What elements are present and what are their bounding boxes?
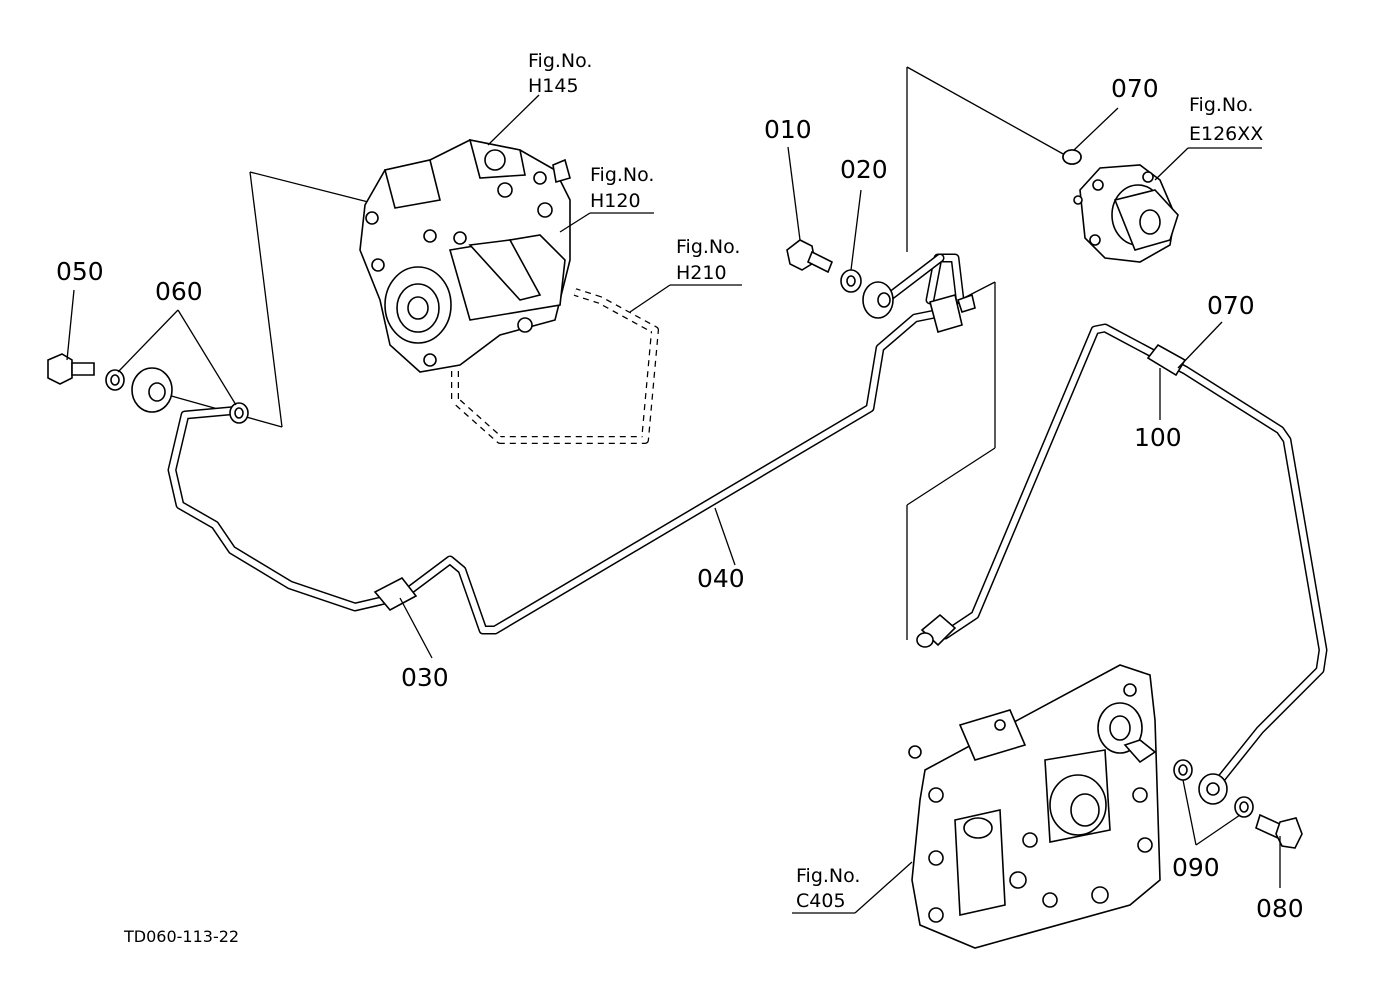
fig-ref-h145-line1: Fig.No. xyxy=(528,50,592,72)
fig-ref-h210-line1: Fig.No. xyxy=(676,236,740,258)
part-label-070-right: 070 xyxy=(1207,291,1255,320)
fig-ref-c405-line2: C405 xyxy=(796,890,846,912)
part-label-090: 090 xyxy=(1172,853,1220,882)
part-label-060: 060 xyxy=(155,277,203,306)
fig-ref-h120-line1: Fig.No. xyxy=(590,164,654,186)
part-labels: 050 060 010 020 030 040 070 070 100 090 … xyxy=(56,74,1304,923)
fig-ref-h120-line2: H120 xyxy=(590,190,641,212)
hydraulic-pump-assembly xyxy=(359,138,659,444)
fig-ref-c405-line1: Fig.No. xyxy=(796,865,860,887)
figure-references: Fig.No. H145 Fig.No. H120 Fig.No. H210 F… xyxy=(528,50,1263,912)
drawing-id: TD060-113-22 xyxy=(123,927,239,946)
fig-ref-h210-line2: H210 xyxy=(676,262,727,284)
part-label-040: 040 xyxy=(697,564,745,593)
pipe-070 xyxy=(940,323,1328,795)
part-label-070-top: 070 xyxy=(1111,74,1159,103)
control-valve-assembly xyxy=(908,664,1161,949)
steering-unit-assembly xyxy=(1062,149,1179,263)
part-label-080: 080 xyxy=(1256,894,1304,923)
fig-ref-e126xx-line2: E126XX xyxy=(1189,123,1263,145)
part-label-100: 100 xyxy=(1134,423,1182,452)
part-label-030: 030 xyxy=(401,663,449,692)
fig-ref-h145-line2: H145 xyxy=(528,75,579,97)
part-label-010: 010 xyxy=(764,115,812,144)
part-label-020: 020 xyxy=(840,155,888,184)
reference-lines xyxy=(149,66,1066,640)
leader-lines xyxy=(66,94,1281,914)
fittings xyxy=(47,149,1303,849)
fig-ref-e126xx-line1: Fig.No. xyxy=(1189,94,1253,116)
part-label-050: 050 xyxy=(56,257,104,286)
